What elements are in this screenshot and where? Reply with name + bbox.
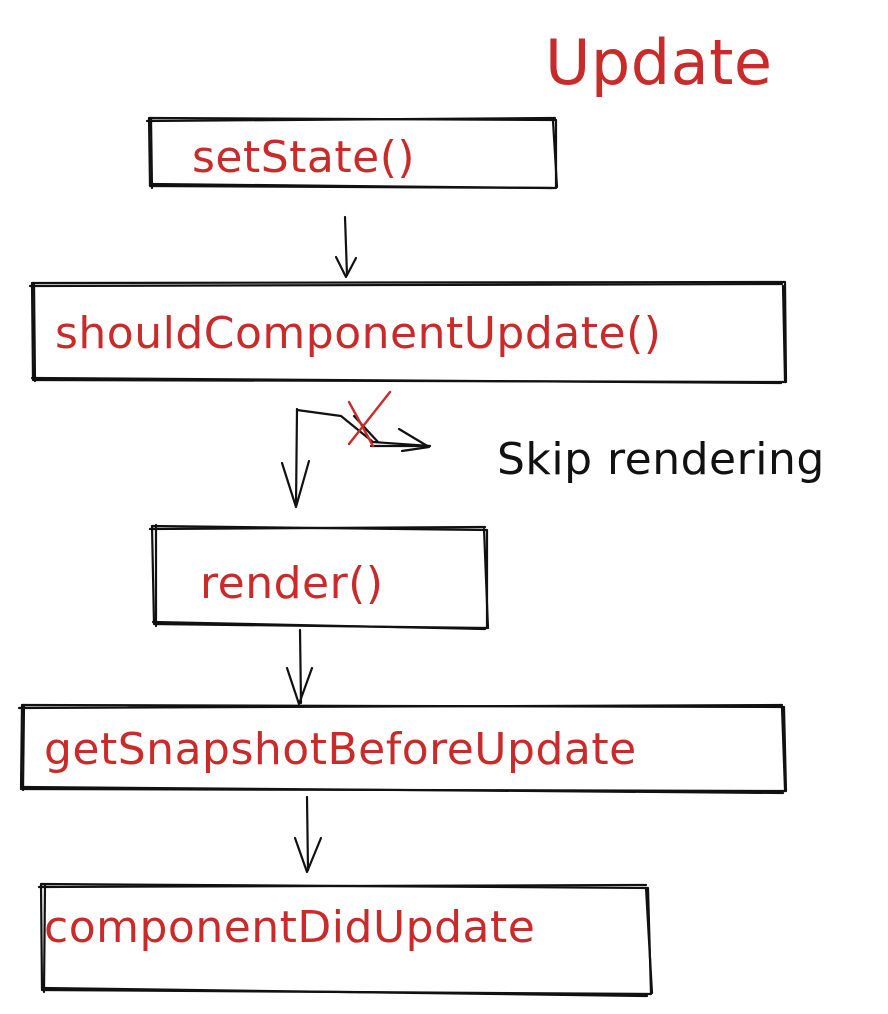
step-should-component-update: shouldComponentUpdate() bbox=[55, 308, 662, 359]
branch-arrows bbox=[280, 407, 432, 509]
skip-rendering-label: Skip rendering bbox=[497, 434, 825, 485]
arrow-4 bbox=[293, 795, 323, 874]
step-set-state: setState() bbox=[192, 132, 416, 183]
box-render bbox=[148, 523, 490, 631]
diagram-title: Update bbox=[545, 26, 773, 99]
step-render: render() bbox=[200, 558, 384, 609]
arrow-1 bbox=[334, 215, 358, 279]
arrow-3 bbox=[285, 628, 314, 706]
box-set-state bbox=[145, 116, 559, 190]
step-get-snapshot-before-update: getSnapshotBeforeUpdate bbox=[44, 724, 637, 775]
box-component-did-update bbox=[37, 882, 654, 998]
box-should-component-update bbox=[28, 280, 788, 385]
skip-cross-icon bbox=[347, 390, 392, 448]
step-component-did-update: componentDidUpdate bbox=[44, 902, 536, 953]
box-get-snapshot bbox=[17, 703, 788, 795]
